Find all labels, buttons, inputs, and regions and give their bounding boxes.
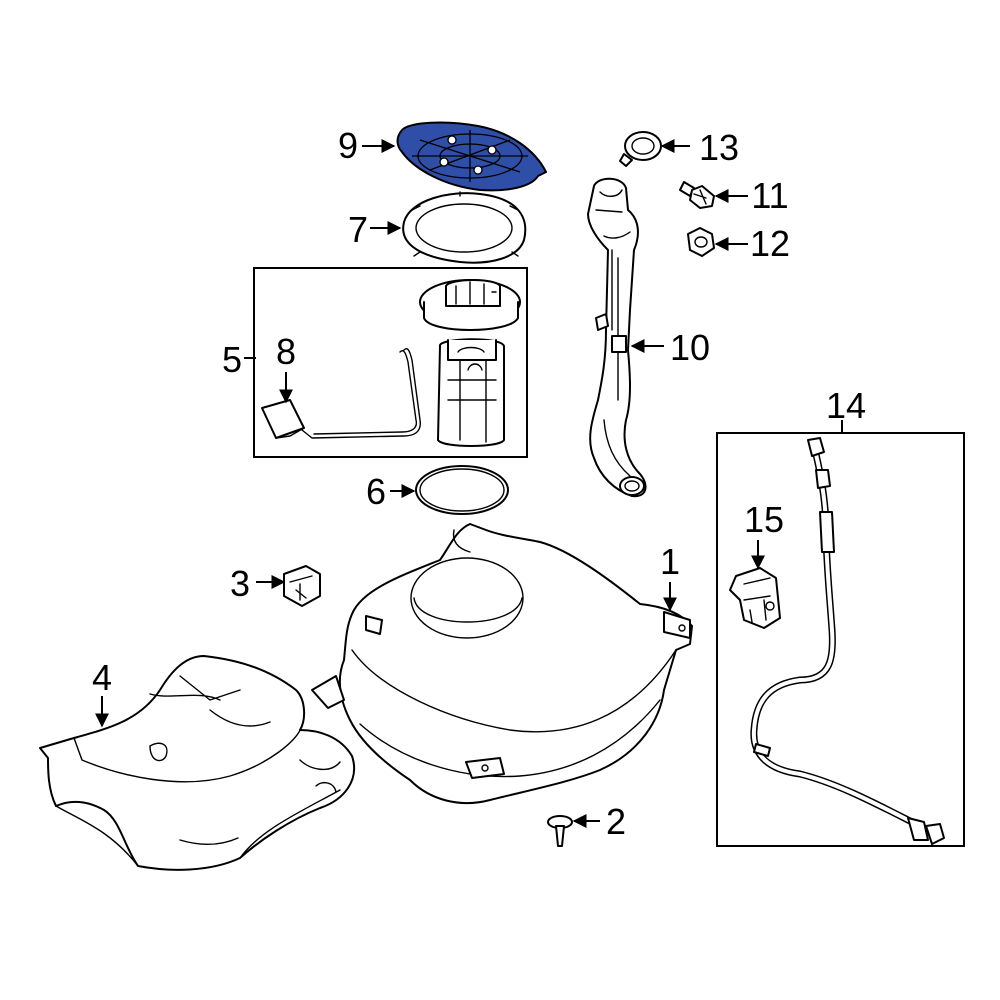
part-4-heat-shield[interactable]: [39, 655, 355, 871]
callout-labels: 9 7 5 8 6 13 11 12 10 14 15 3 1 4 2: [92, 125, 866, 842]
part-9-ribs: [412, 130, 528, 182]
callout-2[interactable]: 2: [606, 801, 626, 842]
callout-4[interactable]: 4: [92, 657, 112, 698]
callout-11[interactable]: 11: [751, 175, 788, 216]
leaders: [95, 139, 843, 828]
callout-9[interactable]: 9: [338, 125, 358, 166]
callout-6[interactable]: 6: [366, 471, 386, 512]
part-14-fuel-line[interactable]: [750, 437, 945, 845]
callout-7[interactable]: 7: [348, 209, 368, 250]
part-5-fuel-pump-module[interactable]: [261, 279, 521, 447]
part-10-filler-pipe[interactable]: [587, 177, 647, 498]
part-6-o-ring[interactable]: [415, 465, 509, 515]
callout-8[interactable]: 8: [276, 331, 296, 372]
part-7-seal-ring[interactable]: [402, 191, 527, 264]
part-9-lock-ring-cover[interactable]: [396, 121, 547, 192]
part-14-group-box: [716, 432, 965, 847]
callout-14[interactable]: 14: [826, 385, 866, 426]
part-15-bracket[interactable]: [729, 567, 781, 629]
callout-13[interactable]: 13: [699, 127, 739, 168]
part-3-clip[interactable]: [283, 565, 321, 607]
callout-15[interactable]: 15: [744, 499, 784, 540]
callout-1[interactable]: 1: [660, 541, 680, 582]
part-1-fuel-tank[interactable]: [311, 523, 693, 804]
callout-12[interactable]: 12: [750, 223, 790, 264]
part-13-hose-clamp[interactable]: [619, 131, 662, 167]
part-11-bolt[interactable]: [679, 181, 715, 209]
callout-3[interactable]: 3: [230, 563, 250, 604]
part-2-screw[interactable]: [547, 815, 573, 847]
part-12-nut[interactable]: [687, 227, 715, 257]
callout-5[interactable]: 5: [222, 339, 242, 380]
part-5-group-box: [253, 267, 528, 458]
callout-10[interactable]: 10: [670, 327, 710, 368]
